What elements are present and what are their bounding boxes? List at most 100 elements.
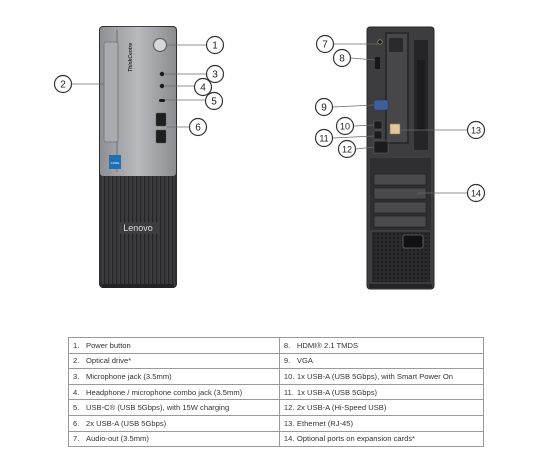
legend-description: USB-C® (USB 5Gbps), with 15W charging: [86, 403, 230, 413]
audio-out-jack[interactable]: [377, 39, 383, 45]
lenovo-logo-plate: [118, 222, 158, 234]
legend-item-left: 4. Headphone / microphone combo jack (3.5…: [68, 383, 280, 401]
leader-lines: [71, 43, 467, 194]
callout-8: 8: [332, 48, 352, 68]
svg-text:9: 9: [321, 103, 327, 114]
svg-text:5: 5: [211, 97, 217, 108]
expansion-slot-cover[interactable]: [373, 201, 427, 214]
legend-description: Ethernet (RJ-45): [296, 418, 354, 428]
svg-text:6: 6: [195, 123, 201, 134]
legend-number: 4.: [73, 387, 80, 397]
thinkcentre-brand-label: ThinkCentre: [128, 43, 134, 72]
intel-core-sticker: CORE: [109, 155, 121, 169]
legend-number: 13.: [283, 418, 295, 428]
svg-text:3: 3: [212, 70, 218, 81]
legend-item-right: 9.VGA: [278, 352, 485, 370]
hdmi-port[interactable]: [375, 57, 380, 69]
legend-row: 1. Power button 8. HDMI® 2.1 TMDS: [68, 337, 485, 354]
legend-item-right: 11.1x USB-A (USB 5Gbps): [278, 383, 485, 401]
vga-port[interactable]: [373, 99, 389, 111]
port-legend-table: 1. Power button 8. HDMI® 2.1 TMDS 2. Optical …: [68, 337, 485, 448]
legend-item-right: 12.2x USB-A (Hi-Speed USB): [278, 399, 485, 416]
sticker-label: CORE: [111, 161, 120, 165]
usb-c-port[interactable]: [159, 99, 165, 102]
rear-view: i: [366, 26, 435, 290]
legend-row: 7.Audio-out (3.5mm)14.Optional ports on …: [68, 430, 485, 448]
svg-text:11: 11: [319, 133, 328, 143]
expansion-slot-cover[interactable]: [373, 173, 427, 186]
power-button[interactable]: [152, 37, 168, 53]
legend-row: 3. Microphone jack (3.5mm) 10.1x USB-A (US…: [68, 368, 485, 385]
callout-14: 14: [466, 183, 486, 203]
legend-description: Audio-out (3.5mm): [86, 434, 149, 444]
legend-description: 2x USB-A (Hi-Speed USB): [296, 403, 387, 413]
legend-number: 10.: [283, 371, 295, 381]
legend-description: Microphone jack (3.5mm): [86, 371, 172, 381]
svg-text:14: 14: [471, 188, 481, 198]
rear-vent-slot-inner: [417, 60, 425, 130]
usb-a-port-rear[interactable]: [373, 130, 383, 140]
pc-ports-diagram: ThinkCentre CORE Lenovo i: [53, 26, 486, 290]
svg-text:4: 4: [200, 83, 206, 94]
legend-item-right: 10.1x USB-A (USB 5Gbps), with Smart Powe…: [278, 368, 485, 385]
legend-description: 1x USB-A (USB 5Gbps): [296, 387, 378, 397]
legend-description: Headphone / microphone combo jack (3.5mm…: [86, 387, 243, 397]
callout-10: 10: [335, 116, 355, 136]
legend-item-left: 5. USB-C® (USB 5Gbps), with 15W charging: [68, 399, 280, 416]
expansion-slot-cover[interactable]: [373, 187, 427, 200]
front-foot: [102, 284, 174, 288]
svg-text:1: 1: [212, 41, 218, 52]
legend-number: 11.: [283, 387, 294, 397]
legend-row: 4. Headphone / microphone combo jack (3.5…: [68, 383, 485, 401]
legend-description: Optical drive*: [86, 356, 132, 366]
legend-number: 2.: [73, 356, 80, 366]
hdmi-bracket: [389, 38, 403, 52]
callout-2: 2: [53, 74, 73, 94]
legend-number: 12.: [283, 403, 295, 413]
legend-description: 2x USB-A (USB 5Gbps): [86, 418, 167, 428]
usb-a-hi-speed-pair[interactable]: [373, 140, 389, 154]
legend-item-left: 2. Optical drive*: [68, 352, 280, 370]
legend-description: HDMI® 2.1 TMDS: [296, 340, 359, 350]
headphone-combo-jack[interactable]: [159, 83, 165, 89]
callout-5: 5: [204, 91, 224, 111]
legend-description: Optional ports on expansion cards*: [296, 434, 416, 444]
legend-number: 6.: [73, 418, 80, 428]
legend-item-right: 8. HDMI® 2.1 TMDS: [278, 337, 485, 354]
legend-item-right: 14.Optional ports on expansion cards*: [278, 430, 485, 448]
callout-13: 13: [466, 120, 486, 140]
power-inlet[interactable]: [402, 234, 424, 249]
legend-row: 6. 2x USB-A (USB 5Gbps) 13.Ethernet (RJ-45…: [68, 414, 485, 432]
callouts: 1 2 3 4 5 6 7 8: [53, 34, 486, 203]
svg-text:13: 13: [471, 125, 481, 135]
legend-number: 9.: [283, 356, 291, 366]
callout-9: 9: [314, 97, 334, 117]
svg-text:7: 7: [322, 40, 328, 51]
microphone-jack[interactable]: [159, 71, 165, 77]
expansion-slot-cover[interactable]: [373, 215, 427, 228]
callout-12: 12: [337, 139, 357, 159]
rear-io-shield: [387, 34, 407, 142]
callout-7: 7: [315, 34, 335, 54]
callout-1: 1: [205, 35, 225, 55]
legend-number: 5.: [73, 403, 80, 413]
callout-6: 6: [188, 117, 208, 137]
legend-row: 2. Optical drive* 9.VGA: [68, 352, 485, 370]
legend-number: 1.: [73, 340, 80, 350]
optical-drive[interactable]: [103, 41, 119, 143]
usb-a-port[interactable]: [155, 112, 167, 127]
svg-text:2: 2: [60, 80, 66, 91]
legend-row: 5. USB-C® (USB 5Gbps), with 15W charging 1…: [68, 399, 485, 416]
callout-4: 4: [193, 77, 213, 97]
legend-number: 3.: [73, 371, 80, 381]
ethernet-port[interactable]: [389, 123, 401, 135]
rear-foot: [369, 284, 432, 288]
legend-description: Power button: [86, 340, 131, 350]
legend-number: 14.: [283, 434, 295, 444]
legend-description: 1x USB-A (USB 5Gbps), with Smart Power O…: [296, 371, 454, 381]
expansion-slot-area: [370, 158, 431, 230]
front-view: ThinkCentre CORE Lenovo: [99, 26, 177, 288]
usb-a-smart-power-on[interactable]: [373, 120, 383, 130]
usb-a-port[interactable]: [155, 129, 167, 144]
legend-number: 8.: [283, 340, 291, 350]
